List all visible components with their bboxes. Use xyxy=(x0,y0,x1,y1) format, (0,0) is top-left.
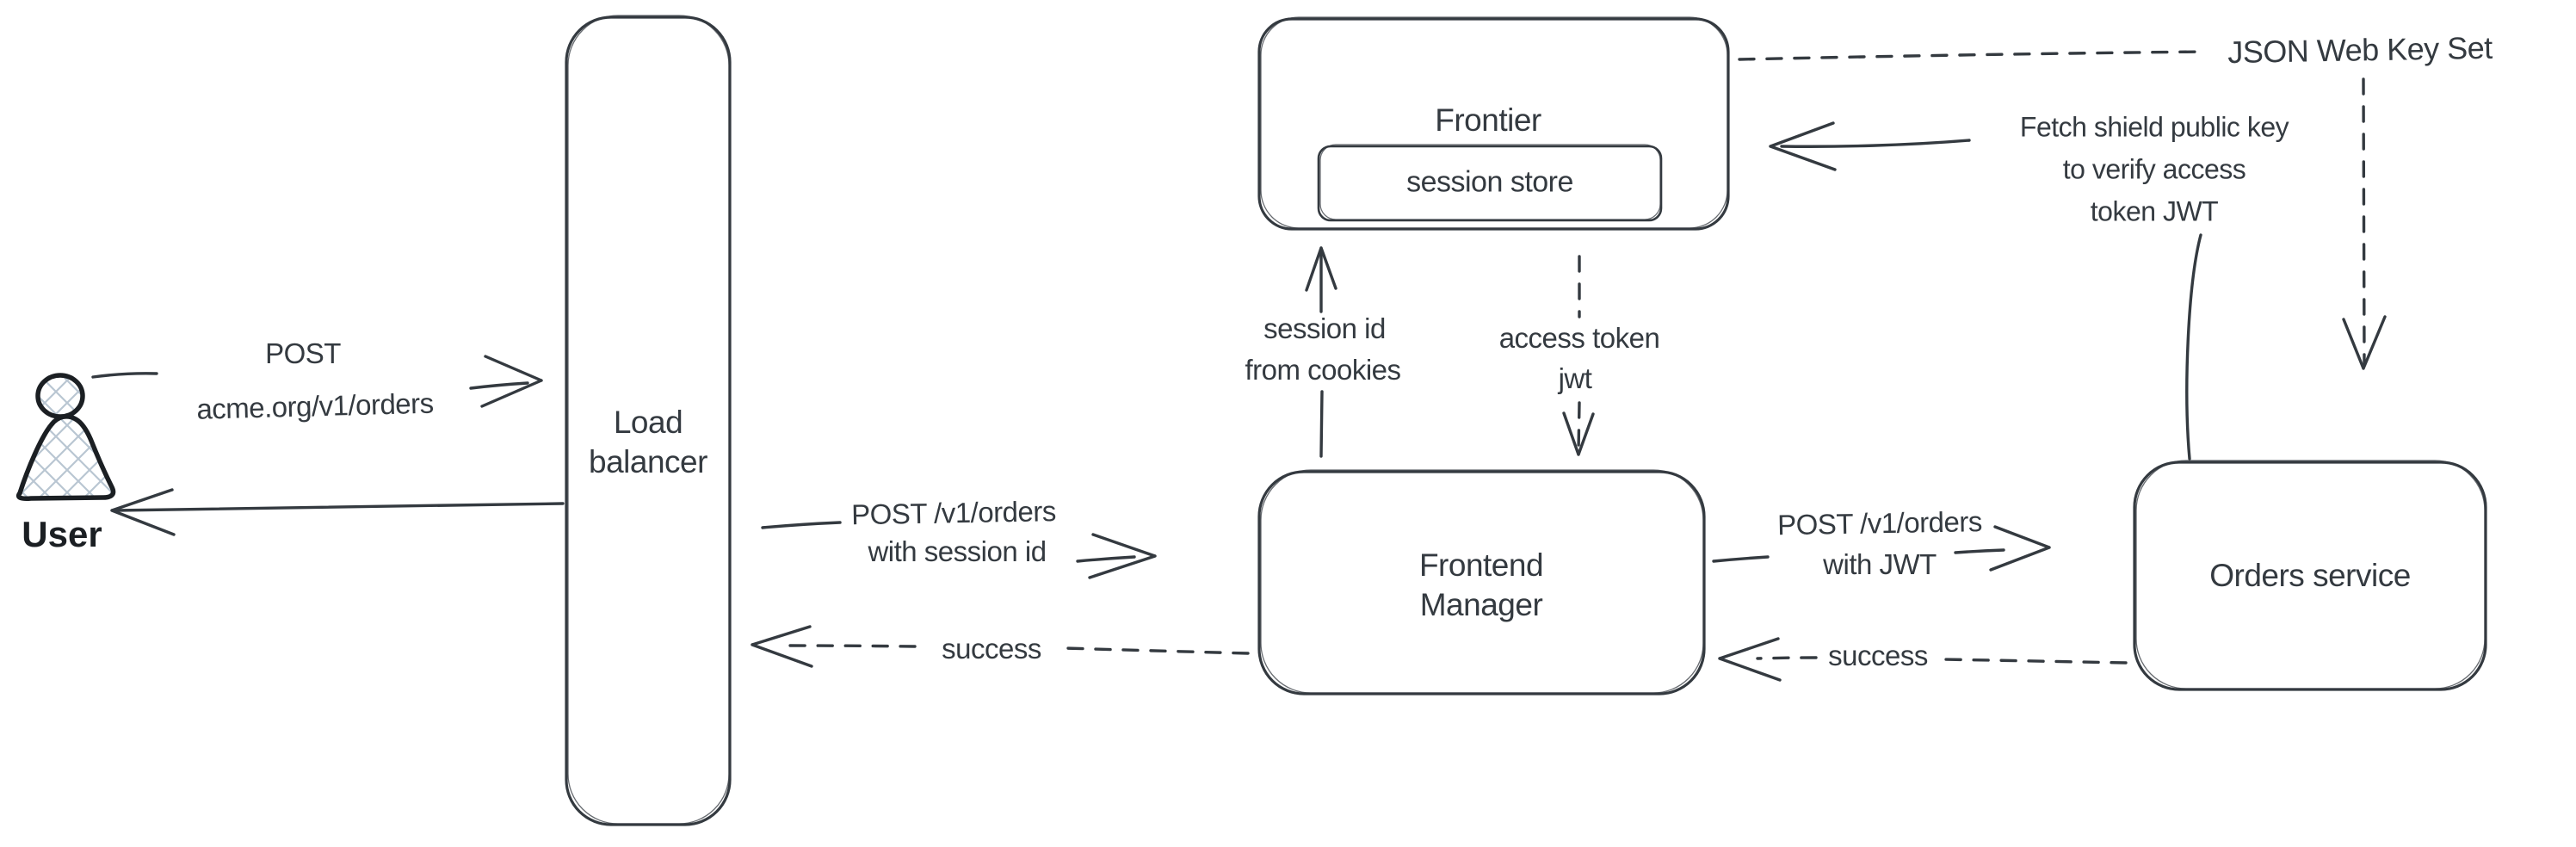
edge-label-success-orders: success xyxy=(1828,640,1928,672)
edge-label-post-session-line2: with session id xyxy=(868,535,1047,568)
load-balancer-box xyxy=(565,15,732,826)
edge-label-session-cookies-line1: session id xyxy=(1263,312,1386,345)
user-icon-head xyxy=(35,373,85,419)
load-balancer-label: Load balancer xyxy=(589,405,707,479)
arrow-lb-to-fm xyxy=(761,521,1157,579)
arrow-orders-to-fm-success xyxy=(1718,637,2128,682)
link-frontier-to-jwks xyxy=(1738,50,2208,61)
frontier-label: Frontier xyxy=(1435,102,1541,138)
orders-service-box xyxy=(2133,460,2487,691)
orders-service-label: Orders service xyxy=(2209,557,2411,593)
user-icon xyxy=(15,373,116,501)
edge-label-access-token-line1: access token xyxy=(1498,322,1660,355)
arrow-orders-to-frontier xyxy=(1769,121,2202,461)
arrow-user-to-lb xyxy=(91,355,543,408)
edge-label-post-session-line1: POST /v1/orders xyxy=(850,495,1057,531)
edge-label-session-cookies-line2: from cookies xyxy=(1245,354,1401,386)
edge-label-success-lb: success xyxy=(942,633,1041,665)
edge-label-user-post-line1: POST xyxy=(265,337,341,370)
edge-label-post-jwt-line1: POST /v1/orders xyxy=(1776,505,1983,541)
frontend-manager-box xyxy=(1257,469,1706,696)
user-icon-body xyxy=(15,414,116,501)
arrow-fm-to-lb-success xyxy=(751,625,1250,668)
edge-label-post-jwt-line2: with JWT xyxy=(1823,548,1937,581)
frontend-manager-label: Frontend Manager xyxy=(1418,547,1544,622)
arrow-jwks-to-orders xyxy=(2342,77,2387,370)
arrow-lb-to-user xyxy=(110,488,565,536)
user-label: User xyxy=(22,513,102,554)
arrow-frontier-to-fm xyxy=(1562,255,1595,456)
edge-label-access-token-line2: jwt xyxy=(1558,362,1592,395)
session-store-label: session store xyxy=(1406,165,1573,199)
edge-label-fetch-key: Fetch shield public key to verify access… xyxy=(2019,111,2289,227)
arrow-fm-to-frontier xyxy=(1305,246,1337,458)
edge-label-user-post-line2: acme.org/v1/orders xyxy=(195,386,435,425)
json-web-key-set-label: JSON Web Key Set xyxy=(2227,29,2493,71)
arrow-fm-to-orders xyxy=(1712,525,2051,572)
session-store-box xyxy=(1317,144,1663,222)
